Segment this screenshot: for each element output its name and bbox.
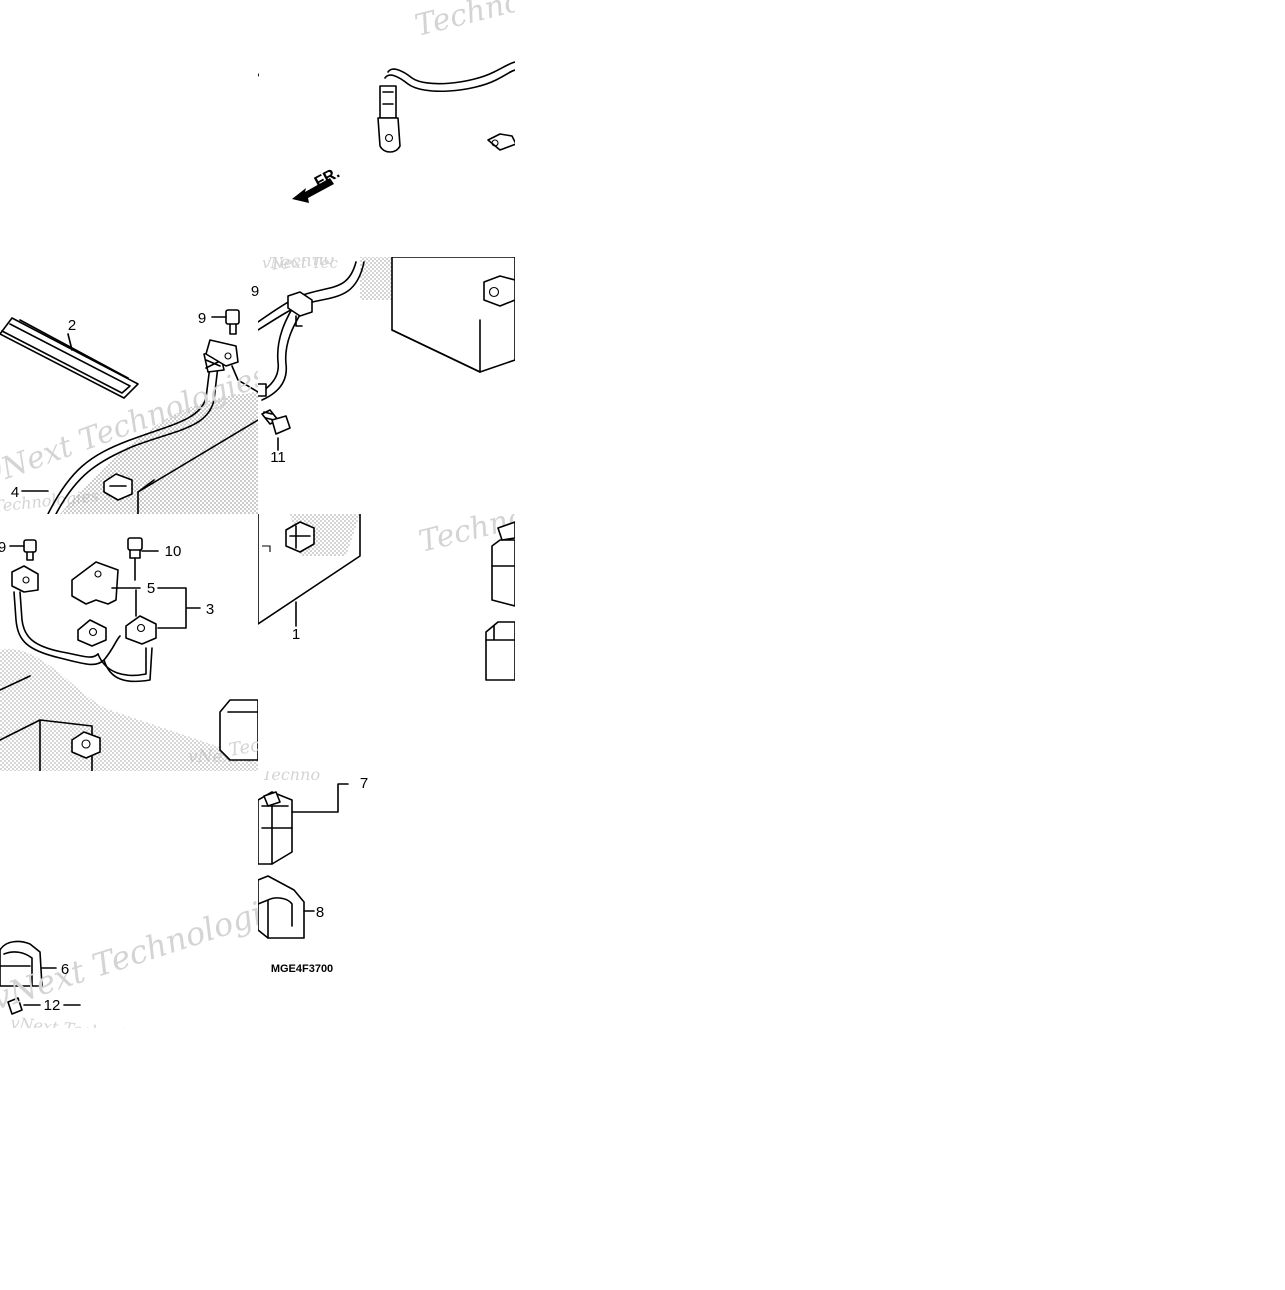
bolt-part-2 [9, 539, 37, 561]
callout-1: 1 [292, 626, 300, 643]
tile-relay-cap: vNext Technologies vNext Technologies [0, 883, 258, 1049]
watermark: vNext Tec [186, 232, 272, 252]
callout-2: 2 [68, 317, 76, 334]
rubber-cap-part [0, 940, 57, 987]
callout-8: 8 [316, 904, 324, 921]
tile-terminals: vNext Tec [0, 537, 258, 771]
bolt-part [211, 309, 240, 335]
terminal-bolt-part [127, 537, 159, 581]
watermark: Techno [411, 0, 525, 44]
callout-9-partial: 9 [251, 283, 259, 300]
callout-11: 11 [270, 449, 286, 466]
terminal-cover-part [71, 561, 141, 605]
relay-cover-part [258, 875, 315, 939]
tile-battery-top: vNext Tec Techno [258, 254, 515, 451]
callout-5: 5 [147, 580, 155, 597]
callout-9-second: 9 [0, 539, 6, 556]
tile-strap-cable: vNext Tec Technologies vNext T [0, 232, 272, 514]
fuse-part [7, 997, 81, 1015]
callout-10: 10 [165, 543, 182, 560]
callout-4: 4 [11, 484, 19, 501]
tile-battery: Techno [258, 514, 515, 681]
starter-relay-part [258, 783, 349, 865]
watermark: Techno [262, 765, 320, 784]
diagram-code: MGE4F3700 [271, 963, 333, 975]
tile-starter-relay: Techno [258, 765, 349, 939]
callout-9: 9 [198, 310, 206, 327]
callout-12: 12 [44, 997, 61, 1014]
callout-6: 6 [61, 961, 69, 978]
watermark: vNext Technologies [10, 1013, 170, 1049]
front-direction-arrow: FR. [292, 164, 343, 203]
flange-bolt-part [261, 409, 291, 451]
tile-cable-end: Techno FR. [258, 0, 525, 203]
watermark: vNext Tec [262, 254, 338, 272]
callout-labels: 1 2 3 4 5 6 7 8 9 9 9 10 11 12 MGE4F3700 [0, 283, 368, 1014]
callout-3: 3 [206, 601, 214, 618]
battery-strap-part [0, 317, 139, 399]
callout-7: 7 [360, 775, 368, 792]
